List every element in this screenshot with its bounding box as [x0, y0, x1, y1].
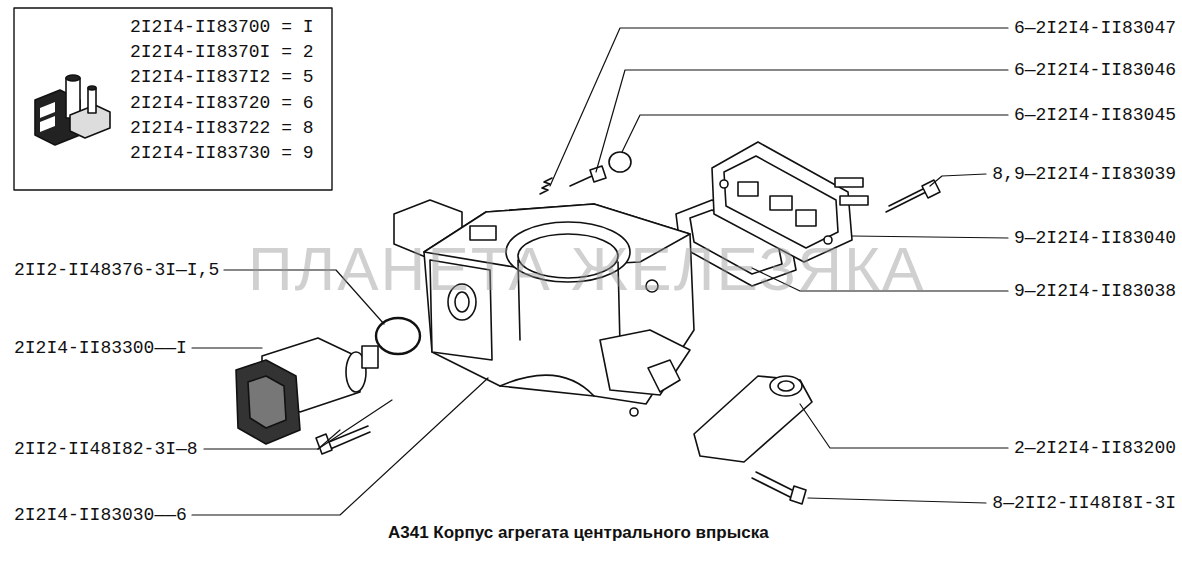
part-callout: 6—2I2I4-II83047	[1014, 17, 1176, 39]
part-callout: 2II2-II48I82-3I—8	[14, 438, 198, 460]
part-callout: 6—2I2I4-II83046	[1014, 59, 1176, 81]
kit-table-cell: 2I2I4-II837I2 = 5	[130, 66, 314, 88]
part-callout: 2I2I4-II83030——6	[14, 504, 187, 526]
part-callout: 2II2-II48376-3I—I,5	[14, 259, 219, 281]
part-callout: 6—2I2I4-II83045	[1014, 104, 1176, 126]
kit-table-cell: 2I2I4-II83700 = I	[130, 16, 314, 38]
part-callout: 9—2I2I4-II83038	[1014, 280, 1176, 302]
part-callout: 9—2I2I4-II83040	[1014, 227, 1176, 249]
kit-table-cell: 2I2I4-II83720 = 6	[130, 92, 314, 114]
part-callout: 2—2I2I4-II83200	[1014, 437, 1176, 459]
kit-table-cell: 2I2I4-II83730 = 9	[130, 142, 314, 164]
watermark: ПЛАНЕТА ЖЕЛЕЗЯКА	[248, 236, 925, 302]
part-callout: 2I2I4-II83300——I	[14, 337, 187, 359]
kit-icon	[35, 75, 110, 145]
kit-table-cell: 2I2I4-II83722 = 8	[130, 117, 314, 139]
figure-caption: А341 Корпус агрегата центрального впрыск…	[388, 522, 769, 544]
part-callout: 8,9—2I2I4-II83039	[992, 163, 1176, 185]
part-callout: 8—2II2-II48I8I-3I	[992, 492, 1176, 514]
kit-table-cell: 2I2I4-II8370I = 2	[130, 41, 314, 63]
